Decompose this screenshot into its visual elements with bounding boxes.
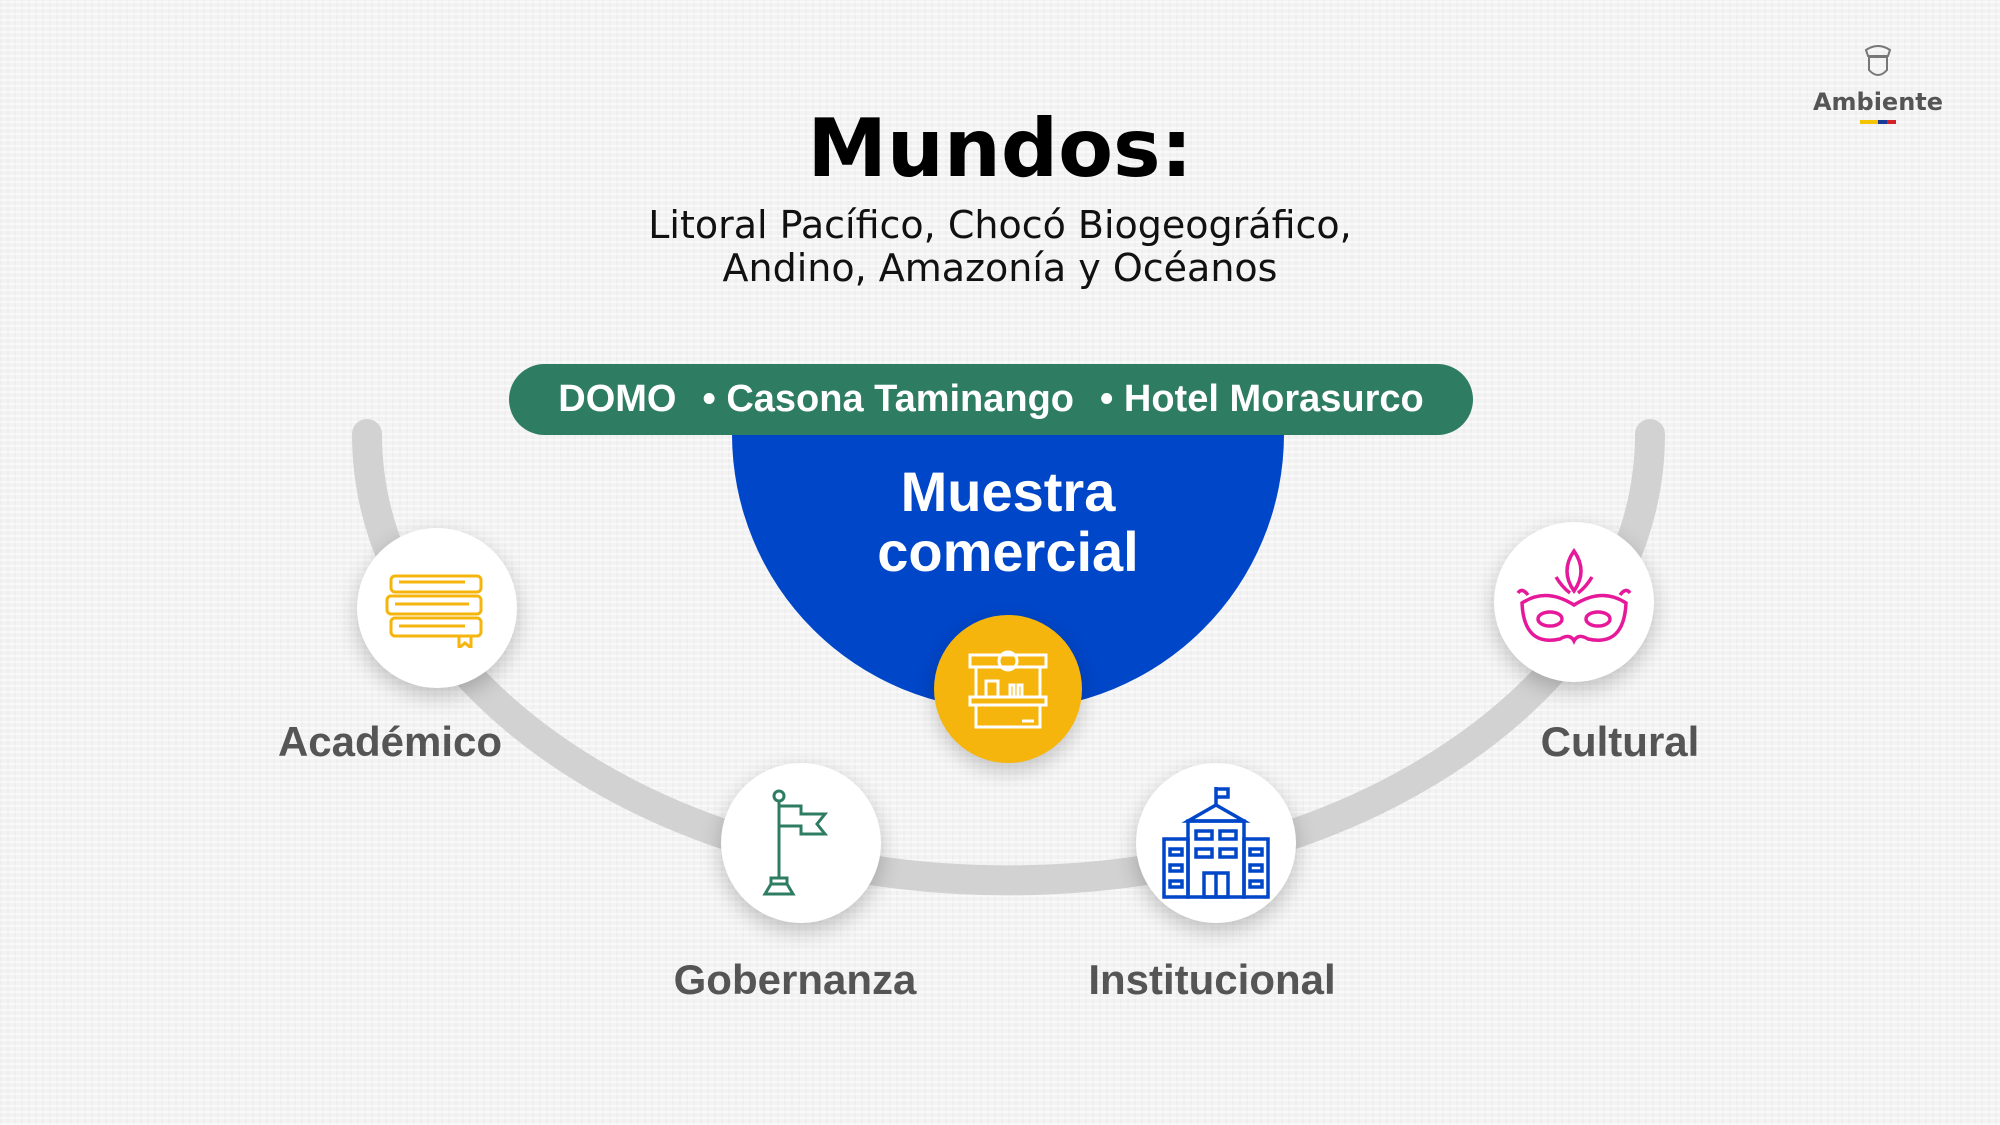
gobernanza-node <box>721 763 881 923</box>
cultural-node <box>1494 522 1654 682</box>
flag-stripe <box>1800 120 1956 124</box>
flag-icon <box>762 789 829 896</box>
venue-casona: • Casona Taminango <box>702 378 1075 420</box>
academico-node <box>357 528 517 688</box>
ambiente-logo: Ambiente <box>1800 42 1956 124</box>
venue-hotel: • Hotel Morasurco <box>1100 378 1424 420</box>
academico-label: Académico <box>277 718 503 765</box>
center-label-line-1: Muestra <box>900 460 1116 523</box>
center-label: Muestra comercial <box>808 462 1208 582</box>
market-stall-icon <box>968 650 1048 729</box>
subtitle-line-2: Andino, Amazonía y Océanos <box>722 246 1278 290</box>
logo-word: Ambiente <box>1812 88 1944 116</box>
books-icon <box>385 574 483 648</box>
carnival-mask-icon <box>1516 547 1632 645</box>
coat-of-arms-icon <box>1864 45 1892 76</box>
page-title: Mundos: <box>807 102 1193 195</box>
cultural-label: Cultural <box>1540 718 1700 765</box>
subtitle-line-1: Litoral Pacífico, Chocó Biogeográfico, <box>648 203 1352 247</box>
venues-banner: DOMO • Casona Taminango • Hotel Morasurc… <box>509 364 1473 435</box>
venue-domo: DOMO <box>558 378 677 420</box>
building-icon <box>1162 787 1270 899</box>
center-label-line-2: comercial <box>877 520 1139 583</box>
gobernanza-label: Gobernanza <box>673 956 917 1003</box>
institucional-node <box>1136 763 1296 923</box>
institucional-label: Institucional <box>1088 956 1336 1003</box>
market-stall-badge <box>934 615 1082 763</box>
